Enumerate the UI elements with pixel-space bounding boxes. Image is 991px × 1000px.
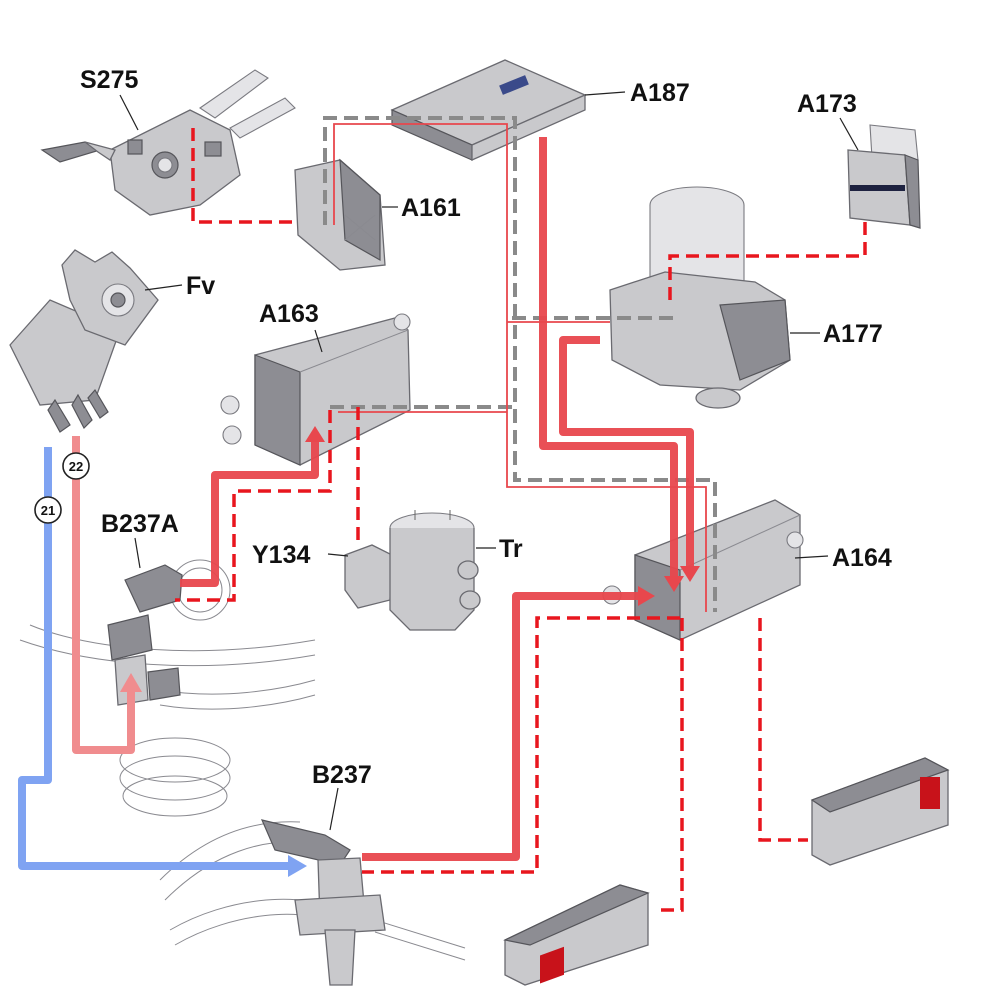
label-a164: A164 bbox=[832, 544, 892, 572]
pneumatic-b237-a164 bbox=[362, 592, 640, 861]
arrow-into-b237 bbox=[288, 855, 307, 877]
arrow-into-a164-2 bbox=[680, 566, 700, 582]
arrow-into-a163 bbox=[305, 426, 325, 442]
label-a177: A177 bbox=[823, 320, 883, 348]
signal-a164-b237 bbox=[362, 616, 680, 874]
rear-lamp-left[interactable] bbox=[503, 884, 650, 986]
signal-s275-a161 bbox=[191, 128, 296, 224]
arrow-into-a164-3 bbox=[638, 586, 655, 606]
component-y134-illustration[interactable] bbox=[344, 544, 393, 609]
label-s275: S275 bbox=[80, 66, 138, 94]
circuit-badge-21-text: 21 bbox=[41, 503, 55, 518]
component-b237-illustration[interactable] bbox=[260, 819, 386, 986]
arrow-into-b237a bbox=[120, 673, 142, 692]
label-a161: A161 bbox=[401, 194, 461, 222]
rear-lamp-right[interactable] bbox=[810, 757, 950, 866]
signal-a173-a177 bbox=[668, 222, 867, 305]
pneumatic-a187-a164 bbox=[539, 137, 678, 578]
signal-a164-lamp-right bbox=[758, 618, 808, 842]
circuit-badge-21: 21 bbox=[34, 496, 62, 524]
component-a163-illustration[interactable] bbox=[220, 313, 411, 466]
leader-lines bbox=[119, 91, 859, 831]
component-fv-illustration[interactable] bbox=[9, 249, 159, 433]
thin-red-lines bbox=[333, 123, 707, 612]
circuit-badge-22-text: 22 bbox=[69, 459, 83, 474]
label-a173: A173 bbox=[797, 90, 857, 118]
pneumatic-b237a-a163 bbox=[180, 440, 319, 587]
label-tr: Tr bbox=[499, 535, 523, 563]
component-a187-illustration[interactable] bbox=[390, 59, 587, 161]
pneumatic-lines bbox=[180, 137, 694, 861]
label-a187: A187 bbox=[630, 79, 690, 107]
circuit-22-line bbox=[72, 436, 135, 754]
label-y134: Y134 bbox=[252, 541, 310, 569]
label-b237a: B237A bbox=[101, 510, 179, 538]
component-a173-illustration[interactable] bbox=[847, 124, 921, 229]
component-a161-illustration[interactable] bbox=[294, 158, 386, 271]
signal-a163-b237a bbox=[175, 410, 332, 602]
can-line-a161-a187 bbox=[323, 116, 717, 612]
label-fv: Fv bbox=[186, 272, 215, 300]
circuit-21-line bbox=[18, 447, 290, 870]
circuit-badge-22: 22 bbox=[62, 452, 90, 480]
component-s275-illustration[interactable] bbox=[40, 69, 296, 216]
component-a177-illustration[interactable] bbox=[609, 186, 791, 409]
electric-signal-lines bbox=[175, 128, 867, 912]
label-a163: A163 bbox=[259, 300, 319, 328]
pneumatic-a177-a164 bbox=[559, 336, 694, 568]
arrow-into-a164-1 bbox=[664, 576, 684, 592]
chassis-lineart bbox=[19, 559, 466, 961]
thin-line-main bbox=[333, 123, 707, 612]
component-b237a-illustration[interactable] bbox=[107, 564, 183, 706]
flow-arrows bbox=[305, 426, 700, 606]
component-tr-illustration[interactable] bbox=[389, 510, 481, 631]
signal-a164-lamp-left bbox=[655, 618, 684, 912]
label-b237: B237 bbox=[312, 761, 372, 789]
